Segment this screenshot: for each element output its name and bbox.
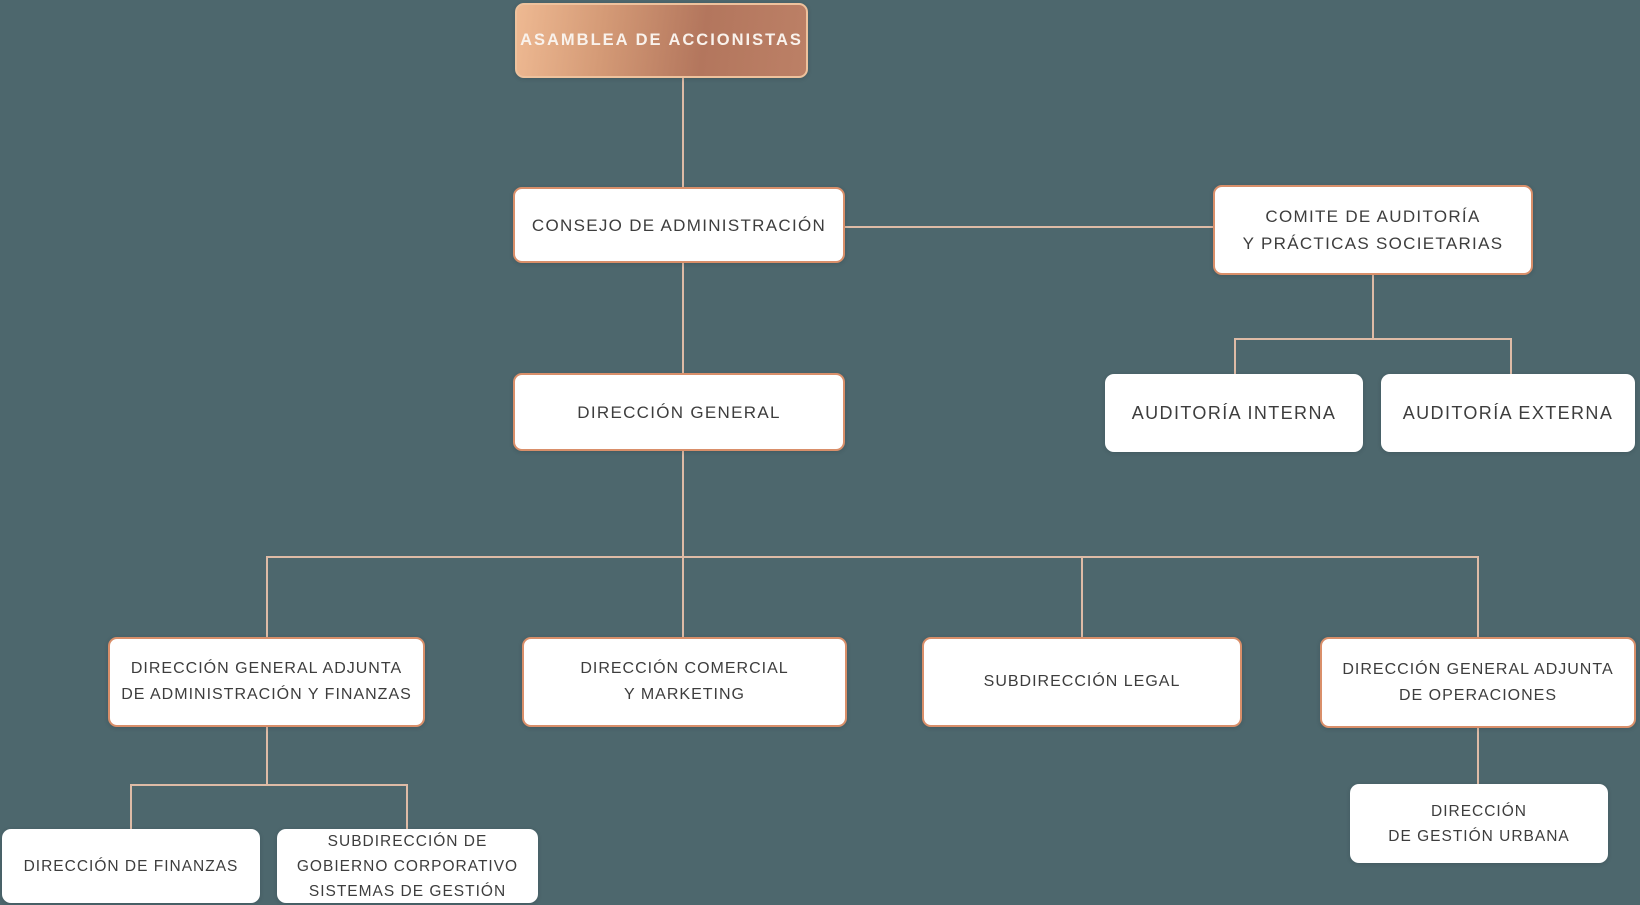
connector-dgaaf-bus-drop [266, 727, 268, 786]
connector-auditorias-bus [1234, 338, 1512, 340]
connector-child1-drop [266, 556, 268, 637]
connector-children-bus [266, 556, 1479, 558]
node-label-line: SISTEMAS DE GESTIÓN [308, 882, 507, 900]
node-label: SUBDIRECCIÓN LEGAL [983, 673, 1181, 690]
org-node-auditoria-interna: AUDITORÍA INTERNA [1105, 374, 1363, 452]
org-node-dga-administracion-finanzas: DIRECCIÓN GENERAL ADJUNTA DE ADMINISTRAC… [108, 637, 425, 727]
org-node-subdireccion-legal: SUBDIRECCIÓN LEGAL [922, 637, 1242, 727]
org-node-direccion-comercial-marketing: DIRECCIÓN COMERCIAL Y MARKETING [522, 637, 847, 727]
connector-child2-drop [682, 556, 684, 637]
org-node-asamblea-de-accionistas: ASAMBLEA DE ACCIONISTAS [515, 3, 808, 78]
org-node-dga-operaciones: DIRECCIÓN GENERAL ADJUNTA DE OPERACIONES [1320, 637, 1636, 728]
node-label: CONSEJO DE ADMINISTRACIÓN [531, 215, 827, 235]
node-label-line: COMITE DE AUDITORÍA [1265, 207, 1481, 226]
node-label-line: DE ADMINISTRACIÓN Y FINANZAS [121, 686, 412, 703]
node-label-line: Y PRÁCTICAS SOCIETARIAS [1242, 234, 1504, 253]
connector-consejo-comite [845, 226, 1213, 228]
node-label-line: Y MARKETING [624, 686, 745, 703]
node-label: DIRECCIÓN GENERAL [577, 402, 781, 422]
connector-gestion-urbana-drop [1477, 728, 1479, 784]
org-node-direccion-gestion-urbana: DIRECCIÓN DE GESTIÓN URBANA [1350, 784, 1608, 863]
connector-child4-drop [1477, 556, 1479, 637]
node-label-line: DE OPERACIONES [1398, 686, 1558, 704]
connector-asamblea-consejo [682, 78, 684, 187]
node-label: AUDITORÍA INTERNA [1131, 402, 1337, 423]
org-node-auditoria-externa: AUDITORÍA EXTERNA [1381, 374, 1635, 452]
node-label-line: DIRECCIÓN COMERCIAL [580, 660, 789, 677]
org-node-direccion-de-finanzas: DIRECCIÓN DE FINANZAS [2, 829, 260, 903]
node-label-line: GOBIERNO CORPORATIVO [296, 857, 519, 875]
org-node-direccion-general: DIRECCIÓN GENERAL [513, 373, 845, 451]
connector-gobierno-drop [406, 784, 408, 829]
connector-auditoria-interna-drop [1234, 338, 1236, 375]
connector-auditoria-externa-drop [1510, 338, 1512, 375]
connector-finanzas-bus [130, 784, 407, 786]
node-label: ASAMBLEA DE ACCIONISTAS [520, 31, 803, 49]
node-label-line: DE GESTIÓN URBANA [1388, 827, 1570, 845]
node-label: DIRECCIÓN DE FINANZAS [23, 857, 239, 875]
node-label-line: DIRECCIÓN GENERAL ADJUNTA [130, 660, 403, 677]
connector-comite-drop [1372, 275, 1374, 339]
connector-consejo-direccion-general [682, 263, 684, 373]
org-node-consejo-de-administracion: CONSEJO DE ADMINISTRACIÓN [513, 187, 845, 263]
connector-dg-bus-drop [682, 451, 684, 558]
node-label-line: SUBDIRECCIÓN DE [327, 832, 488, 850]
connector-finanzas-drop [130, 784, 132, 829]
org-node-comite-de-auditoria: COMITE DE AUDITORÍA Y PRÁCTICAS SOCIETAR… [1213, 185, 1533, 275]
node-label-line: DIRECCIÓN [1431, 802, 1527, 820]
node-label: AUDITORÍA EXTERNA [1402, 402, 1614, 423]
connector-child3-drop [1081, 556, 1083, 637]
node-label-line: DIRECCIÓN GENERAL ADJUNTA [1342, 660, 1614, 678]
org-node-subdireccion-gobierno-corporativo: SUBDIRECCIÓN DE GOBIERNO CORPORATIVO SIS… [277, 829, 538, 903]
